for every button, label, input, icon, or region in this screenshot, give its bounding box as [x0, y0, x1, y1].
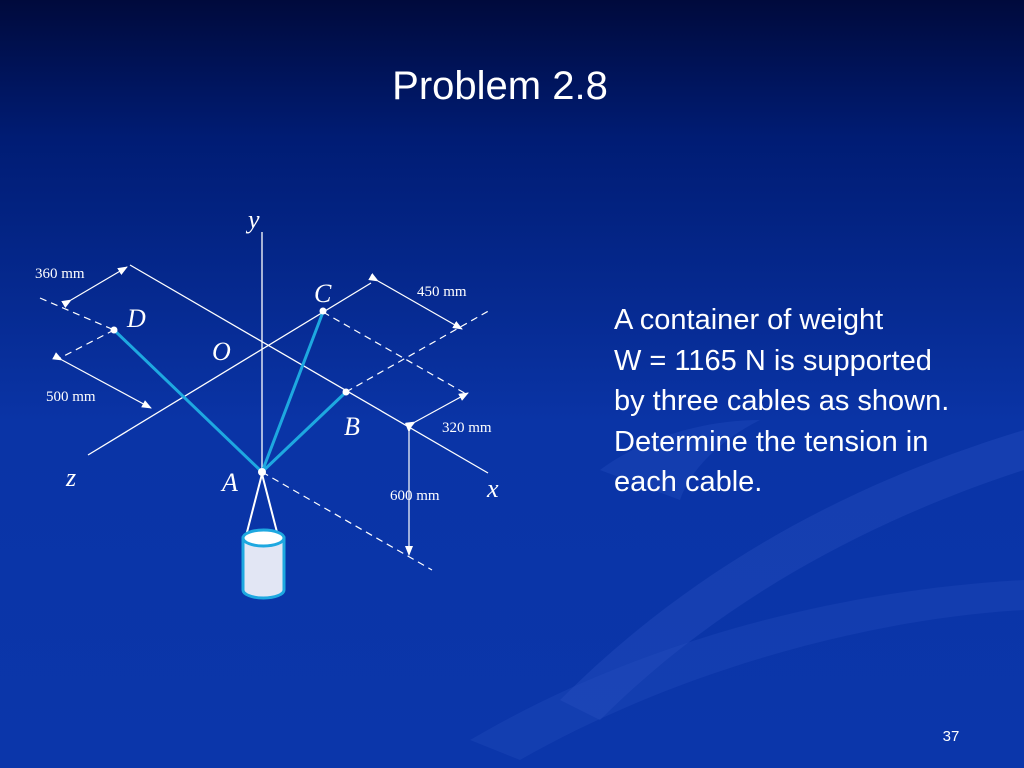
point-D-dot: [110, 326, 118, 334]
problem-description: A container of weight W = 1165 N is supp…: [614, 300, 1019, 503]
y-axis-label: y: [245, 205, 260, 234]
description-line: each cable.: [614, 466, 763, 498]
dim-450-label: 450 mm: [417, 284, 467, 300]
dim-500-label: 500 mm: [46, 389, 96, 405]
cable-AC: [260, 310, 325, 474]
description-line: A container of weight: [614, 304, 884, 336]
slide-number: 37: [942, 728, 960, 745]
x-axis-label: x: [486, 474, 499, 503]
z-axis-label: z: [65, 463, 76, 492]
description-line: by three cables as shown.: [614, 385, 950, 417]
point-markers: [110, 307, 350, 476]
hanger-lines: [245, 473, 279, 537]
point-B-dot: [342, 388, 350, 396]
dim-450-line: [368, 273, 463, 330]
axes: [87, 232, 489, 474]
dim-500-line: [52, 352, 152, 409]
point-C-dot: [319, 307, 327, 315]
container: [241, 528, 286, 600]
dim-360-label: 360 mm: [35, 266, 85, 282]
x-axis: [129, 264, 489, 474]
dim-360-line: [61, 266, 128, 309]
dim-600-label: 600 mm: [390, 488, 440, 504]
dim-320-line: [405, 392, 469, 430]
slide-title: Problem 2.8: [392, 64, 608, 108]
description-line: W = 1165 N is supported: [614, 344, 932, 377]
cables: [112, 310, 348, 474]
point-C-label: C: [314, 279, 332, 308]
dimension-lines: [52, 266, 469, 556]
description-line: Determine the tension in: [614, 425, 929, 458]
point-A-label: A: [220, 468, 238, 497]
dim-320-label: 320 mm: [442, 420, 492, 436]
point-D-label: D: [126, 304, 146, 333]
point-B-label: B: [344, 412, 360, 441]
cable-AD: [112, 328, 264, 474]
point-O-label: O: [212, 337, 231, 366]
point-A-dot: [258, 468, 266, 476]
cable-AB: [260, 390, 348, 474]
